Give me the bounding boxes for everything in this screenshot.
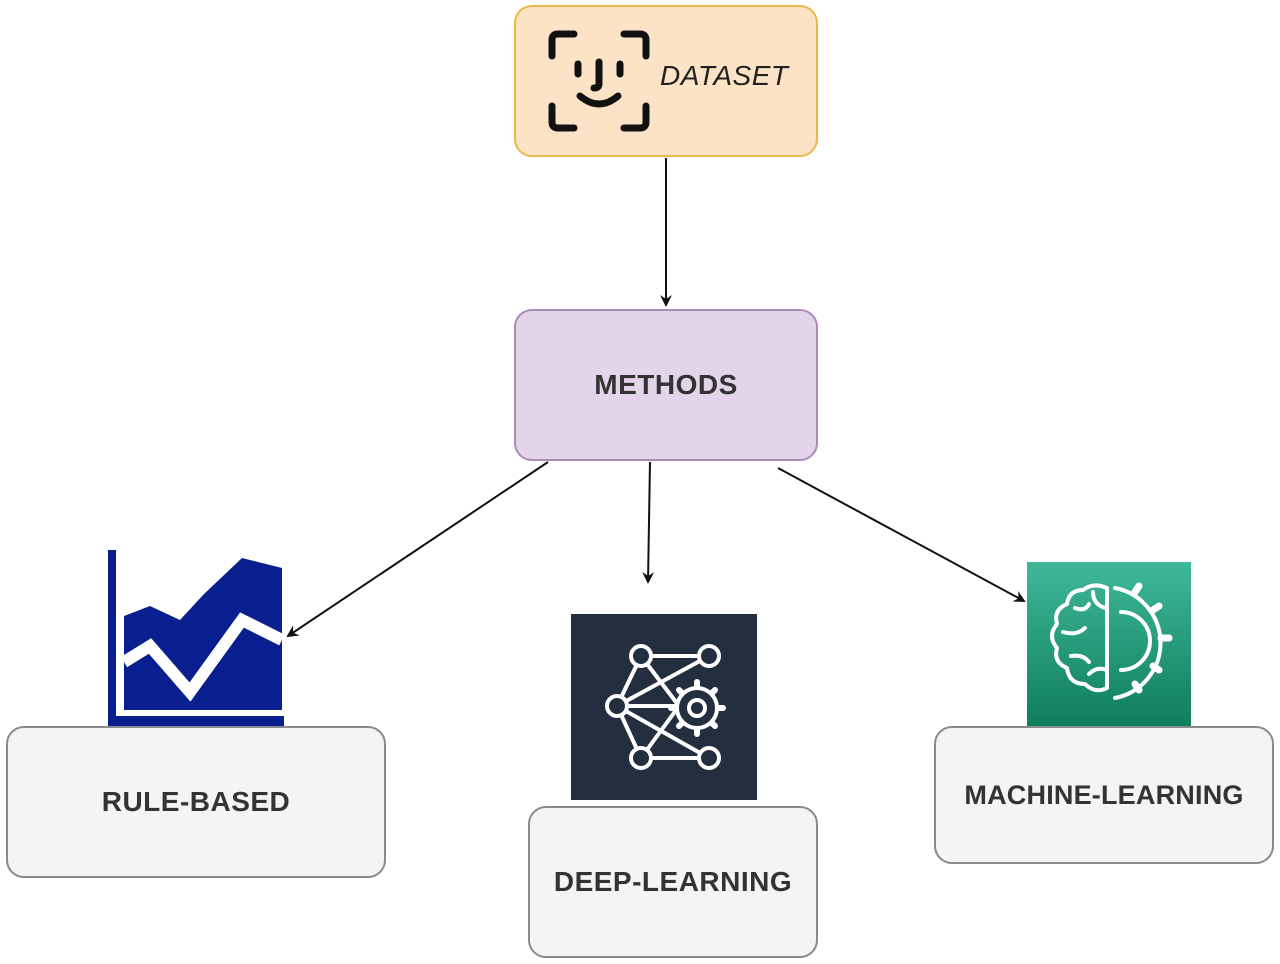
area-chart-icon [108,550,285,726]
edge-methods-to-machine-learning [777,467,1026,602]
machine-learning-node: MACHINE-LEARNING [934,726,1274,864]
methods-node: METHODS [514,309,818,461]
neural-network-gear-icon [571,614,757,800]
face-id-icon [548,30,650,132]
edge-methods-to-rule-based [286,461,549,638]
edge-methods-to-deep-learning [642,461,655,584]
methods-label: METHODS [594,369,738,400]
deep-learning-label: DEEP-LEARNING [553,866,793,897]
rule-based-label: RULE-BASED [101,786,291,817]
brain-gear-icon [1027,562,1191,726]
deep-learning-node: DEEP-LEARNING [528,806,818,958]
dataset-label: DATASET [660,60,789,91]
dataset-node [514,5,818,157]
rule-based-node: RULE-BASED [6,726,386,878]
machine-learning-label: MACHINE-LEARNING [964,779,1244,810]
